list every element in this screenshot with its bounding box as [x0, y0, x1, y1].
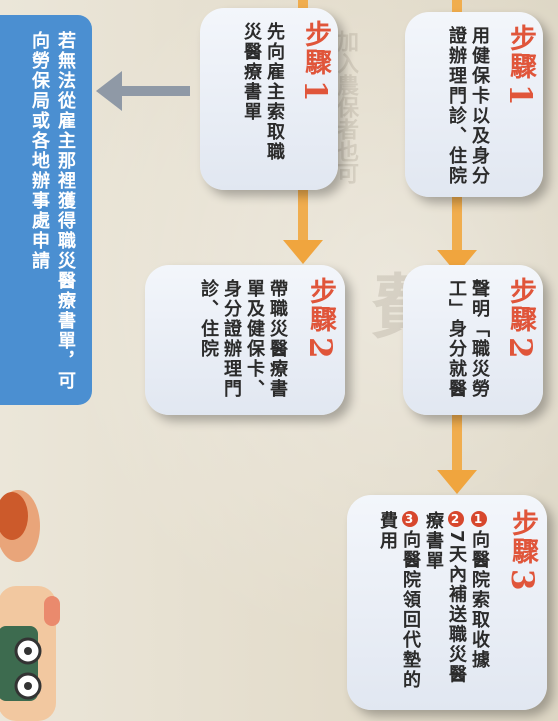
step-label: 步驟 1	[502, 24, 538, 106]
step-number: 2	[502, 337, 538, 359]
list-item: 27天內補送職災醫療書單	[422, 511, 468, 701]
list-item: 3向醫院領回代墊的費用	[376, 511, 422, 701]
step-text: 帶職災醫療書單及健保卡、身分證辦理門診、住院	[198, 279, 288, 399]
step-word: 步驟	[305, 277, 336, 333]
connector-line-middle-top	[298, 0, 308, 10]
step-word: 步驟	[300, 20, 331, 76]
step-word: 步驟	[505, 24, 536, 80]
list-item: 1 向醫院索取收據	[468, 511, 491, 701]
number-badge: 1	[471, 511, 487, 527]
step-card-middle-2: 步驟 2 帶職災醫療書單及健保卡、身分證辦理門診、住院	[145, 265, 345, 415]
arrow-down-icon	[283, 240, 323, 264]
step3-list: 1 向醫院索取收據 27天內補送職災醫療書單 3向醫院領回代墊的費用	[376, 511, 491, 701]
step-word: 步驟	[505, 277, 536, 333]
connector-line-middle-1	[298, 190, 308, 242]
step-text: 先向雇主索取職災醫療書單	[241, 22, 285, 162]
side-note-text: 若無法從雇主那裡獲得職災醫療書單，可向勞保局或各地辦事處申請	[29, 31, 76, 391]
arrow-down-icon	[437, 470, 477, 494]
arrow-left-icon	[96, 71, 122, 111]
step-card-right-1: 步驟 1 用健保卡以及身分證辦理門診、住院	[405, 12, 543, 197]
list-item-text: 向醫院領回代墊的費用	[377, 511, 421, 690]
list-item-text: 7天內補送職災醫療書單	[423, 511, 467, 685]
step-label: 步驟 2	[302, 277, 338, 359]
side-note-box: 若無法從雇主那裡獲得職災醫療書單，可向勞保局或各地辦事處申請	[0, 15, 92, 405]
step-number: 1	[297, 80, 333, 102]
cartoon-person-illustration	[0, 490, 60, 721]
step-word: 步驟	[507, 509, 538, 565]
connector-line-right-2	[452, 410, 462, 472]
step-number: 3	[504, 569, 540, 591]
step-label: 步驟 3	[504, 509, 540, 591]
step-number: 2	[302, 337, 338, 359]
list-item-text: 向醫院索取收據	[469, 530, 490, 670]
number-badge: 2	[448, 511, 464, 527]
step-card-middle-1: 步驟 1 先向雇主索取職災醫療書單	[200, 8, 338, 190]
step-card-right-2: 步驟 2 聲明「職災勞工」身分就醫	[403, 265, 543, 415]
step-text: 用健保卡以及身分證辦理門診、住院	[446, 26, 490, 186]
step-text: 聲明「職災勞工」身分就醫	[446, 279, 490, 399]
step-number: 1	[502, 84, 538, 106]
connector-line-right-top	[452, 0, 462, 14]
connector-line-right-1	[452, 195, 462, 253]
arrow-line	[118, 86, 190, 96]
step-label: 步驟 2	[502, 277, 538, 359]
step-card-right-3: 步驟3 1向醫院索取收據 27天內補送職災醫療書單 3向醫院領回代墊的費用	[347, 495, 547, 710]
number-badge: 3	[402, 511, 418, 527]
step-label: 步驟 1	[297, 20, 333, 102]
